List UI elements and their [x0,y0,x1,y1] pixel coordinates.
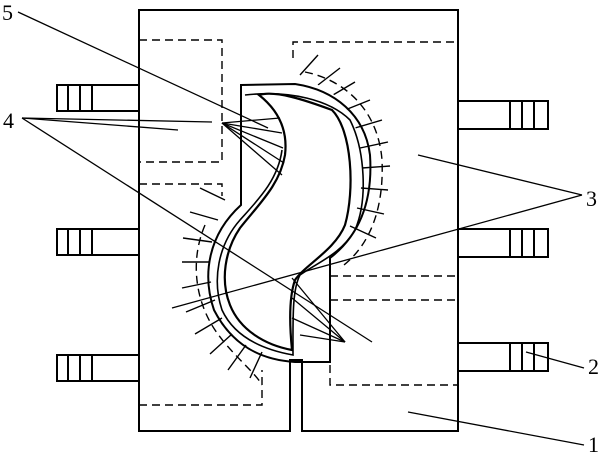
dashed-region-top-right [292,41,458,58]
leader-lines [17,11,585,446]
dashed-shell-boundary [195,71,383,386]
mold-body [138,9,459,432]
pins-right [457,100,549,372]
label-5: 5 [2,0,13,25]
pin-left-bottom [56,354,140,382]
pins-left [56,84,140,382]
dashed-region-mid-right [329,275,458,386]
cavity-outer-contour [207,82,372,363]
pin-left-middle [56,228,140,256]
dashed-region-top-left [139,39,223,163]
pin-right-middle [457,228,549,258]
shell-layer [216,92,364,356]
label-4: 4 [3,108,14,133]
dashed-region-mid-left [139,183,223,196]
pin-left-top [56,84,140,112]
wax-pattern [223,92,352,352]
label-1: 1 [588,432,599,457]
label-2: 2 [588,354,599,379]
dashed-region-bottom-left [139,370,263,406]
radial-hatching [181,54,391,379]
label-3: 3 [586,186,597,211]
pin-right-bottom [457,342,549,372]
pin-right-top [457,100,549,130]
